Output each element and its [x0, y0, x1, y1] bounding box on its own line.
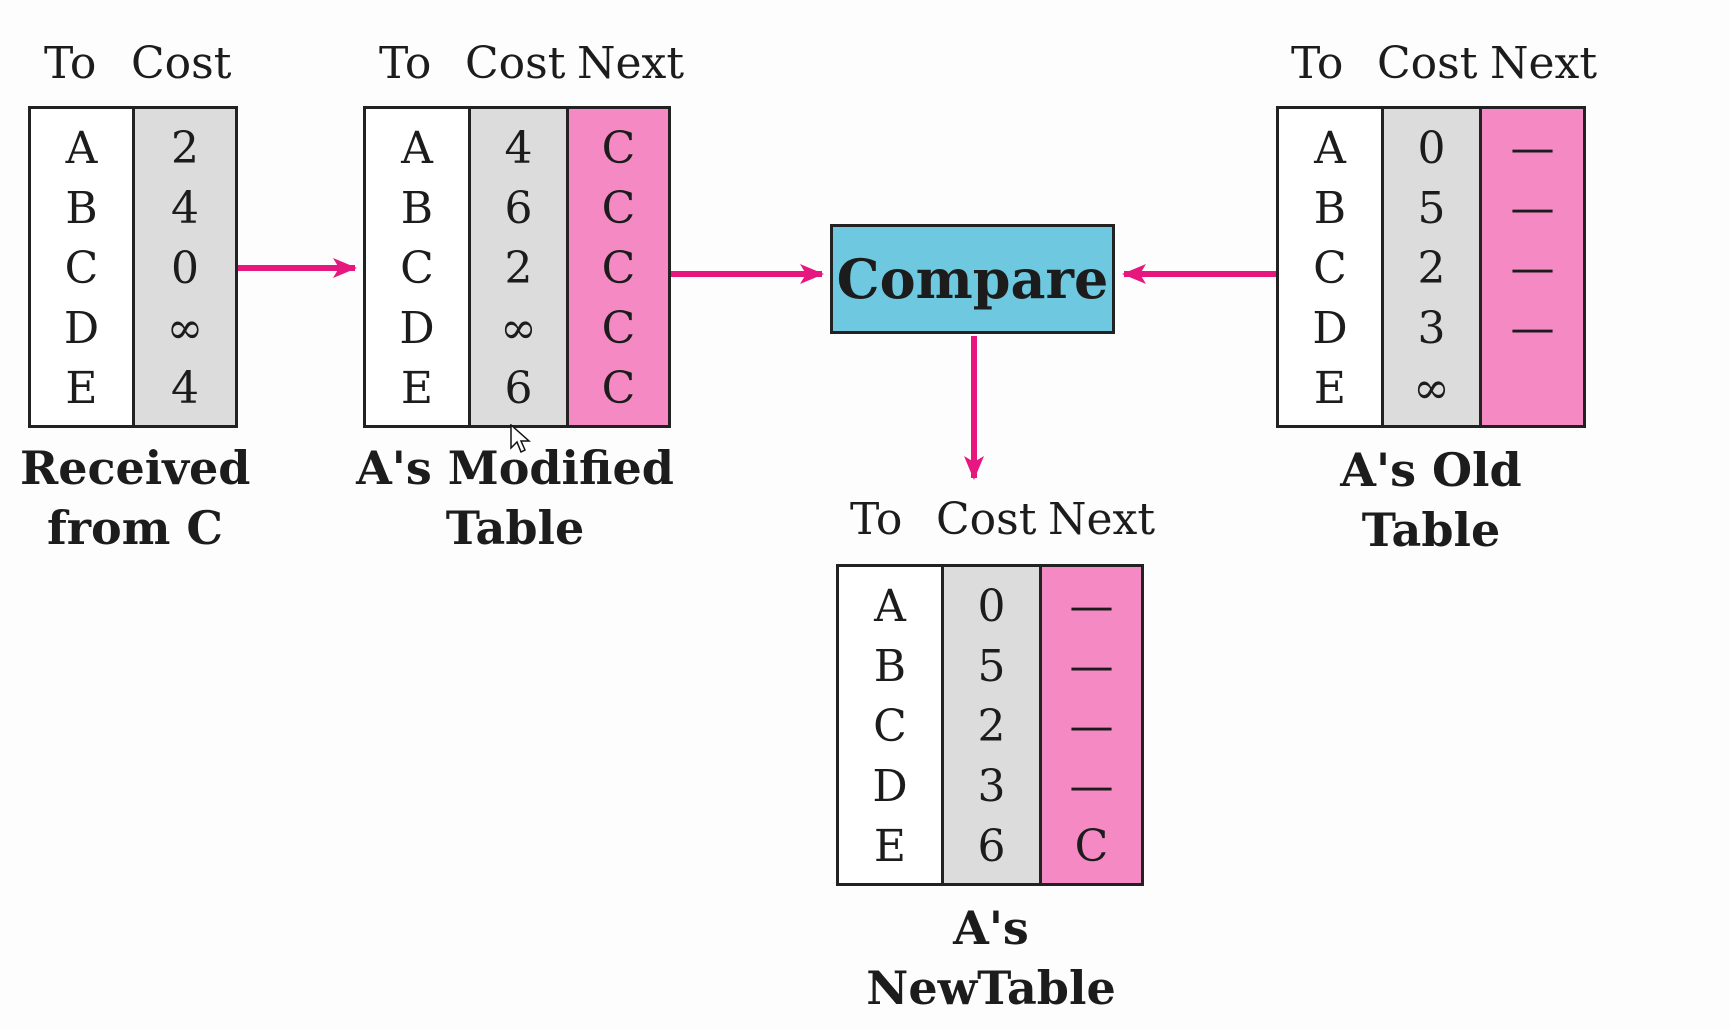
table-cell: D — [63, 303, 100, 354]
caption-line: Table — [445, 501, 585, 555]
received-table: To Cost A B C D E 2 4 0 ∞ 4 — [28, 38, 238, 428]
caption-line: A's Modified — [356, 441, 674, 495]
table-cell: C — [601, 303, 636, 354]
table-cell: 3 — [977, 761, 1006, 812]
caption-line: A's NewTable — [866, 901, 1116, 1015]
header-next: Next — [1490, 38, 1598, 89]
to-column: A B C D E — [366, 109, 468, 425]
table-cell: B — [65, 183, 98, 234]
table-cell: C — [601, 123, 636, 174]
mouse-cursor-icon — [510, 424, 531, 454]
table-cell: — — [1069, 581, 1114, 632]
to-column: A B C D E — [31, 109, 132, 425]
header-to: To — [850, 494, 903, 545]
table-cell: — — [1510, 183, 1555, 234]
table-cell: C — [601, 363, 636, 414]
table-cell: B — [873, 641, 907, 692]
table-cell: E — [873, 821, 907, 872]
table-cell: C — [1313, 243, 1347, 294]
table-cell: C — [601, 183, 636, 234]
table-cell: A — [1314, 123, 1346, 174]
cost-column: 4 6 2 ∞ 6 — [467, 109, 567, 425]
table-cell: D — [872, 761, 908, 812]
table-cell: 2 — [977, 701, 1006, 752]
cost-column: 0 5 2 3 ∞ — [1380, 109, 1480, 425]
table-cell: 4 — [170, 183, 199, 234]
table-cell — [1482, 359, 1583, 419]
caption-line: from C — [46, 501, 223, 555]
new-caption: A's NewTable — [826, 898, 1156, 1018]
old-table: To Cost Next A B C D E 0 5 2 3 ∞ — — — — — [1276, 38, 1597, 428]
table-cell: 4 — [170, 363, 199, 414]
header-cost: Cost — [1377, 38, 1478, 89]
table-cell: 6 — [977, 821, 1006, 872]
header-to: To — [1291, 38, 1344, 89]
table-cell: D — [1312, 303, 1348, 354]
table-cell: 0 — [977, 581, 1006, 632]
table-cell: C — [400, 243, 434, 294]
modified-header: To Cost Next — [363, 38, 684, 98]
table-cell: C — [873, 701, 907, 752]
header-to: To — [44, 38, 97, 89]
to-column: A B C D E — [1279, 109, 1381, 425]
received-caption: Received from C — [20, 438, 250, 558]
received-header: To Cost — [28, 38, 238, 98]
table-cell: — — [1510, 123, 1555, 174]
next-column: — — — — — [1479, 109, 1583, 425]
table-cell: C — [64, 243, 99, 294]
compare-box: Compare — [830, 224, 1115, 334]
modified-caption: A's Modified Table — [350, 438, 680, 558]
table-cell: A — [65, 123, 98, 174]
table-cell: B — [400, 183, 434, 234]
table-cell: 5 — [1417, 183, 1446, 234]
table-cell: ∞ — [166, 303, 204, 354]
table-cell: — — [1510, 243, 1555, 294]
caption-line: Received — [20, 441, 251, 495]
old-caption: A's Old Table — [1266, 440, 1596, 560]
table-cell: — — [1069, 641, 1114, 692]
table-cell: 2 — [170, 123, 199, 174]
table-cell: ∞ — [500, 303, 537, 354]
caption-line: A's Old Table — [1340, 443, 1522, 557]
table-cell: — — [1510, 303, 1555, 354]
old-header: To Cost Next — [1276, 38, 1597, 98]
header-next: Next — [1048, 494, 1156, 545]
table-cell: E — [65, 363, 98, 414]
modified-table: To Cost Next A B C D E 4 6 2 ∞ 6 C C C C… — [363, 38, 684, 428]
table-cell: A — [874, 581, 906, 632]
table-cell: B — [1313, 183, 1347, 234]
table-cell: ∞ — [1413, 363, 1450, 414]
table-cell: D — [399, 303, 435, 354]
header-cost: Cost — [936, 494, 1037, 545]
table-cell: C — [1074, 821, 1109, 872]
table-cell: 6 — [504, 363, 533, 414]
table-cell: 2 — [504, 243, 533, 294]
to-column: A B C D E — [839, 567, 941, 883]
next-column: — — — — C — [1039, 567, 1142, 883]
new-table: To Cost Next A B C D E 0 5 2 3 6 — — — —… — [836, 494, 1155, 886]
cost-column: 0 5 2 3 6 — [940, 567, 1040, 883]
table-cell: A — [401, 123, 433, 174]
compare-label: Compare — [836, 247, 1109, 311]
table-cell: 2 — [1417, 243, 1446, 294]
header-cost: Cost — [131, 38, 232, 89]
table-cell: 5 — [977, 641, 1006, 692]
table-cell: C — [601, 243, 636, 294]
table-cell: 6 — [504, 183, 533, 234]
header-next: Next — [577, 38, 685, 89]
new-header: To Cost Next — [836, 494, 1155, 554]
table-cell: E — [1313, 363, 1347, 414]
table-cell: E — [400, 363, 434, 414]
header-to: To — [379, 38, 432, 89]
table-cell: 0 — [1417, 123, 1446, 174]
table-cell: 3 — [1417, 303, 1446, 354]
cost-column: 2 4 0 ∞ 4 — [131, 109, 235, 425]
table-cell: — — [1069, 761, 1114, 812]
table-cell: 0 — [170, 243, 199, 294]
header-cost: Cost — [465, 38, 566, 89]
table-cell: 4 — [504, 123, 533, 174]
next-column: C C C C C — [566, 109, 669, 425]
table-cell: — — [1069, 701, 1114, 752]
